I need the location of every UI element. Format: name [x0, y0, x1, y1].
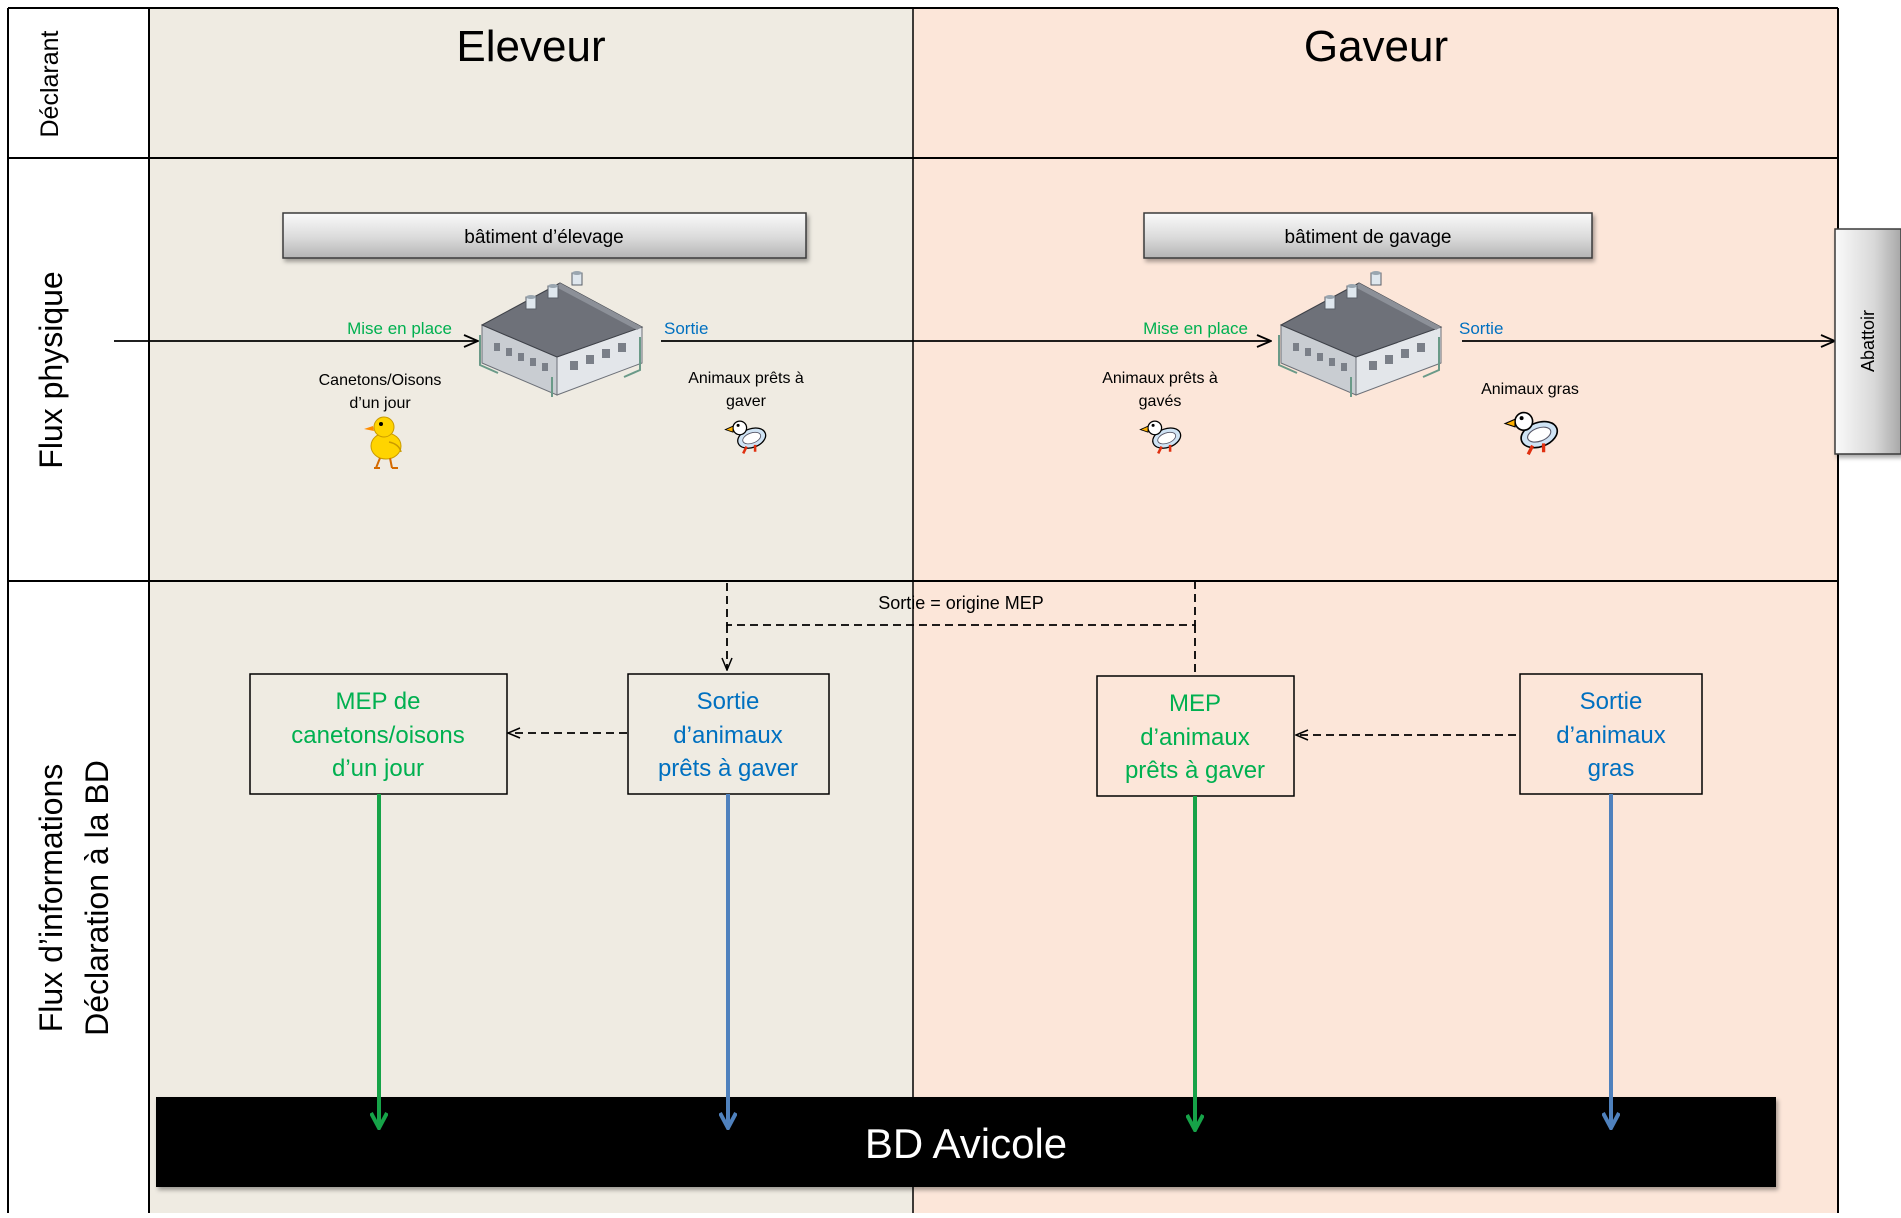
database-bar: [156, 1097, 1776, 1187]
abattoir-label: Abattoir: [1858, 310, 1878, 372]
row-label-flux-physique: Flux physique: [33, 271, 69, 468]
box-sortie-gras-line3: gras: [1588, 755, 1635, 782]
box-sortie-gras-line1: Sortie: [1580, 688, 1643, 715]
gaveur-sortie-label: Sortie: [1459, 319, 1503, 338]
abattoir-box: [1834, 228, 1901, 455]
box-sortie-prets-line1: Sortie: [697, 688, 760, 715]
row-label-declaration-bd: Déclaration à la BD: [79, 760, 115, 1036]
column-title-eleveur: Eleveur: [456, 22, 605, 71]
box-mep-canetons-line3: d’un jour: [332, 755, 424, 782]
batiment-gavage-box: [1143, 212, 1593, 259]
box-sortie-prets: Sortie d’animaux prêts à gaver: [627, 673, 830, 795]
row-label-declarant: Déclarant: [36, 30, 64, 137]
box-mep-prets-line2: d’animaux: [1140, 724, 1249, 751]
batiment-gavage-label: bâtiment de gavage: [1285, 227, 1452, 248]
prets-eleveur-caption-line2: gaver: [726, 393, 767, 410]
canetons-caption-line2: d’un jour: [349, 395, 411, 412]
eleveur-sortie-label: Sortie: [664, 319, 708, 338]
box-sortie-gras-line2: d’animaux: [1556, 722, 1665, 749]
sortie-origine-connector: [508, 580, 1516, 735]
box-mep-canetons: MEP de canetons/oisons d’un jour: [249, 673, 508, 795]
prets-eleveur-caption-line1: Animaux prêts à: [688, 370, 804, 387]
box-mep-canetons-line1: MEP de: [336, 688, 421, 715]
canetons-caption-line1: Canetons/Oisons: [319, 372, 442, 389]
gaveur-mise-en-place-label: Mise en place: [1143, 319, 1248, 338]
box-sortie-prets-line3: prêts à gaver: [658, 755, 798, 782]
box-mep-canetons-line2: canetons/oisons: [291, 722, 464, 749]
box-mep-prets: MEP d’animaux prêts à gaver: [1096, 675, 1295, 797]
eleveur-mise-en-place-label: Mise en place: [347, 319, 452, 338]
box-mep-prets-line1: MEP: [1169, 690, 1221, 717]
batiment-elevage-box: [282, 212, 807, 259]
animaux-gras-caption: Animaux gras: [1481, 381, 1579, 398]
box-sortie-prets-line2: d’animaux: [673, 722, 782, 749]
box-sortie-gras: Sortie d’animaux gras: [1519, 673, 1703, 795]
box-mep-prets-line3: prêts à gaver: [1125, 757, 1265, 784]
database-label: BD Avicole: [865, 1120, 1067, 1167]
prets-gaveur-caption-line2: gavés: [1139, 393, 1182, 410]
gaveur-column-bg: [913, 8, 1838, 1213]
column-title-gaveur: Gaveur: [1304, 22, 1448, 71]
batiment-elevage-label: bâtiment d’élevage: [464, 227, 624, 248]
row-label-flux-informations: Flux d’informations: [33, 764, 69, 1033]
prets-gaveur-caption-line1: Animaux prêts à: [1102, 370, 1218, 387]
sortie-origine-label: Sortie = origine MEP: [878, 593, 1044, 613]
eleveur-column-bg: [149, 8, 913, 1213]
